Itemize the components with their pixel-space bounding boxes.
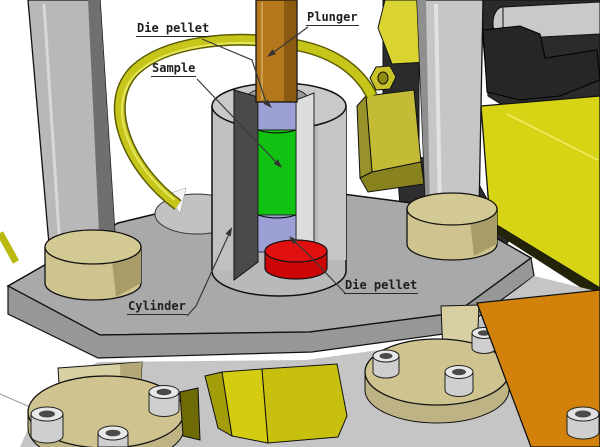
press-beam [480, 95, 600, 289]
cutaway-face-right [295, 92, 315, 259]
socket-bolt-socket [478, 330, 490, 336]
valve-block [365, 89, 422, 173]
arrowhead [289, 236, 298, 245]
sample-shape [257, 129, 297, 216]
arrowhead [267, 49, 276, 57]
leader-die-pellet-bottom [292, 239, 346, 294]
label-plunger: Plunger [306, 10, 359, 26]
leader-sample [196, 78, 277, 163]
socket-bolt-socket [575, 410, 591, 418]
left-collar-top [44, 229, 142, 265]
leader-plunger [273, 26, 309, 53]
beam-highlight [506, 113, 599, 161]
segment-line [257, 129, 297, 134]
arrowhead [273, 159, 282, 168]
feed-tube [115, 35, 377, 209]
arrowhead [225, 227, 232, 237]
right-rod-shadow [417, 0, 430, 214]
orange-bar [476, 289, 600, 447]
side-hose [0, 231, 20, 264]
socket-bolt-socket [39, 410, 55, 418]
cutaway-face-left [233, 89, 259, 281]
right-collar-top [406, 192, 498, 226]
right-rod-highlight [434, 3, 442, 211]
segment-line [257, 214, 297, 219]
lever-arm [377, 0, 429, 65]
leader-die-pellet-top [201, 38, 267, 103]
label-die-pellet-bottom: Die pellet [344, 278, 419, 294]
socket-bolt-socket [105, 429, 121, 437]
plunger-shade [284, 1, 296, 101]
left-rod-shadow [88, 0, 116, 253]
gearbox-side-dark [179, 387, 201, 441]
socket-bolt-socket [156, 388, 172, 396]
valve-block-bottom [359, 161, 425, 193]
beam-under-edge [490, 221, 600, 300]
socket-bolt-socket [379, 353, 393, 359]
clamp-jaw [482, 25, 600, 101]
cylinder-left-shade [213, 108, 233, 270]
label-sample: Sample [151, 61, 197, 77]
gearbox-right-facet [261, 363, 348, 444]
label-die-pellet-top: Die pellet [136, 21, 211, 37]
arrowhead [263, 99, 272, 108]
lever-pivot-hole [377, 71, 389, 85]
left-rod-highlight [42, 3, 62, 249]
label-cylinder: Cylinder [127, 299, 187, 315]
leader-cylinder [186, 233, 230, 317]
socket-bolt-socket [452, 368, 466, 376]
feed-tube-highlight [121, 42, 289, 201]
socket-bolt [30, 413, 64, 444]
cylinder-right-shade [318, 108, 346, 260]
